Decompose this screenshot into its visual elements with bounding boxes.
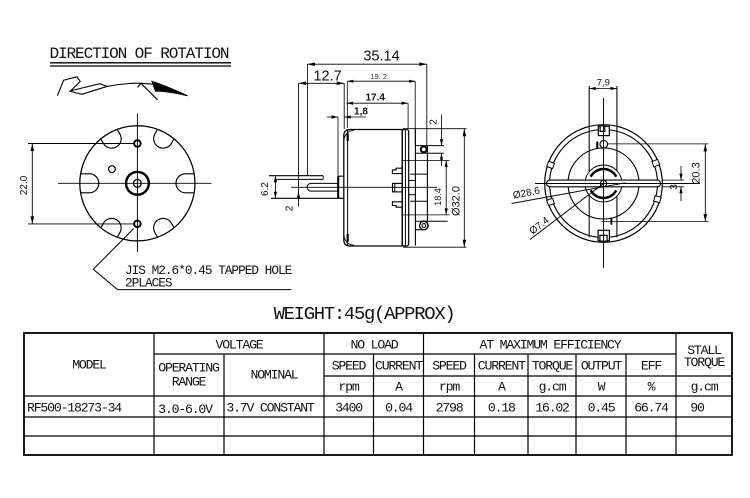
svg-text:g.cm: g.cm xyxy=(539,379,567,394)
svg-text:16.02: 16.02 xyxy=(535,400,569,415)
svg-text:SPEED: SPEED xyxy=(332,358,367,373)
svg-text:W: W xyxy=(598,379,606,394)
svg-text:A: A xyxy=(395,379,403,394)
svg-text:20.3: 20.3 xyxy=(690,162,702,183)
svg-text:rpm: rpm xyxy=(338,379,359,394)
svg-text:2: 2 xyxy=(284,205,295,211)
svg-text:6.2: 6.2 xyxy=(260,182,271,196)
svg-text:DIRECTION OF ROTATION: DIRECTION OF ROTATION xyxy=(50,45,229,63)
svg-text:NO LOAD: NO LOAD xyxy=(351,337,399,352)
svg-text:0.45: 0.45 xyxy=(588,400,616,415)
svg-text:CURRENT: CURRENT xyxy=(375,358,423,373)
svg-text:rpm: rpm xyxy=(439,379,460,394)
svg-text:3.0-6.0V: 3.0-6.0V xyxy=(158,402,213,417)
svg-text:Ø32.0: Ø32.0 xyxy=(450,186,462,216)
svg-text:MODEL: MODEL xyxy=(72,358,107,373)
svg-text:AT MAXIMUM EFFICIENCY: AT MAXIMUM EFFICIENCY xyxy=(480,337,622,352)
svg-text:RF500-18273-34: RF500-18273-34 xyxy=(27,400,122,415)
svg-text:SPEED: SPEED xyxy=(432,358,467,373)
svg-text:19. 2: 19. 2 xyxy=(370,72,387,81)
svg-text:18.4: 18.4 xyxy=(433,188,443,206)
svg-text:%: % xyxy=(648,379,656,394)
svg-text:3.7V CONSTANT: 3.7V CONSTANT xyxy=(226,400,315,415)
svg-text:NOMINAL: NOMINAL xyxy=(251,368,299,383)
svg-text:RANGE: RANGE xyxy=(172,374,207,389)
svg-text:TORQUE: TORQUE xyxy=(684,355,726,370)
svg-text:2PLACES: 2PLACES xyxy=(125,275,173,290)
svg-text:12.7: 12.7 xyxy=(313,68,341,84)
svg-text:STALL: STALL xyxy=(687,343,722,358)
svg-text:1,8: 1,8 xyxy=(354,107,368,118)
svg-text:EFF: EFF xyxy=(641,358,661,373)
svg-text:7,9: 7,9 xyxy=(597,77,610,88)
svg-text:66.74: 66.74 xyxy=(634,400,669,415)
svg-text:22.0: 22.0 xyxy=(19,175,30,195)
svg-text:JIS M2.6*0.45 TAPPED HOLE: JIS M2.6*0.45 TAPPED HOLE xyxy=(125,263,292,278)
svg-text:3: 3 xyxy=(669,184,680,190)
svg-text:90: 90 xyxy=(690,400,705,415)
svg-text:VOLTAGE: VOLTAGE xyxy=(216,337,264,352)
svg-text:TORQUE: TORQUE xyxy=(532,358,574,373)
svg-text:17.4: 17.4 xyxy=(365,92,385,103)
svg-text:OPERATING: OPERATING xyxy=(158,360,220,375)
svg-text:A: A xyxy=(498,379,506,394)
svg-text:Ø28.6: Ø28.6 xyxy=(512,186,541,202)
svg-text:2: 2 xyxy=(428,119,439,125)
svg-text:g.cm: g.cm xyxy=(691,379,719,394)
svg-text:0.18: 0.18 xyxy=(488,400,516,415)
svg-text:CURRENT: CURRENT xyxy=(478,358,526,373)
svg-text:3400: 3400 xyxy=(335,400,363,415)
svg-text:2798: 2798 xyxy=(436,400,464,415)
svg-text:0.04: 0.04 xyxy=(385,400,413,415)
svg-text:35.14: 35.14 xyxy=(363,49,399,65)
svg-text:WEIGHT:45g(APPROX): WEIGHT:45g(APPROX) xyxy=(274,303,455,325)
svg-text:OUTPUT: OUTPUT xyxy=(581,358,623,373)
